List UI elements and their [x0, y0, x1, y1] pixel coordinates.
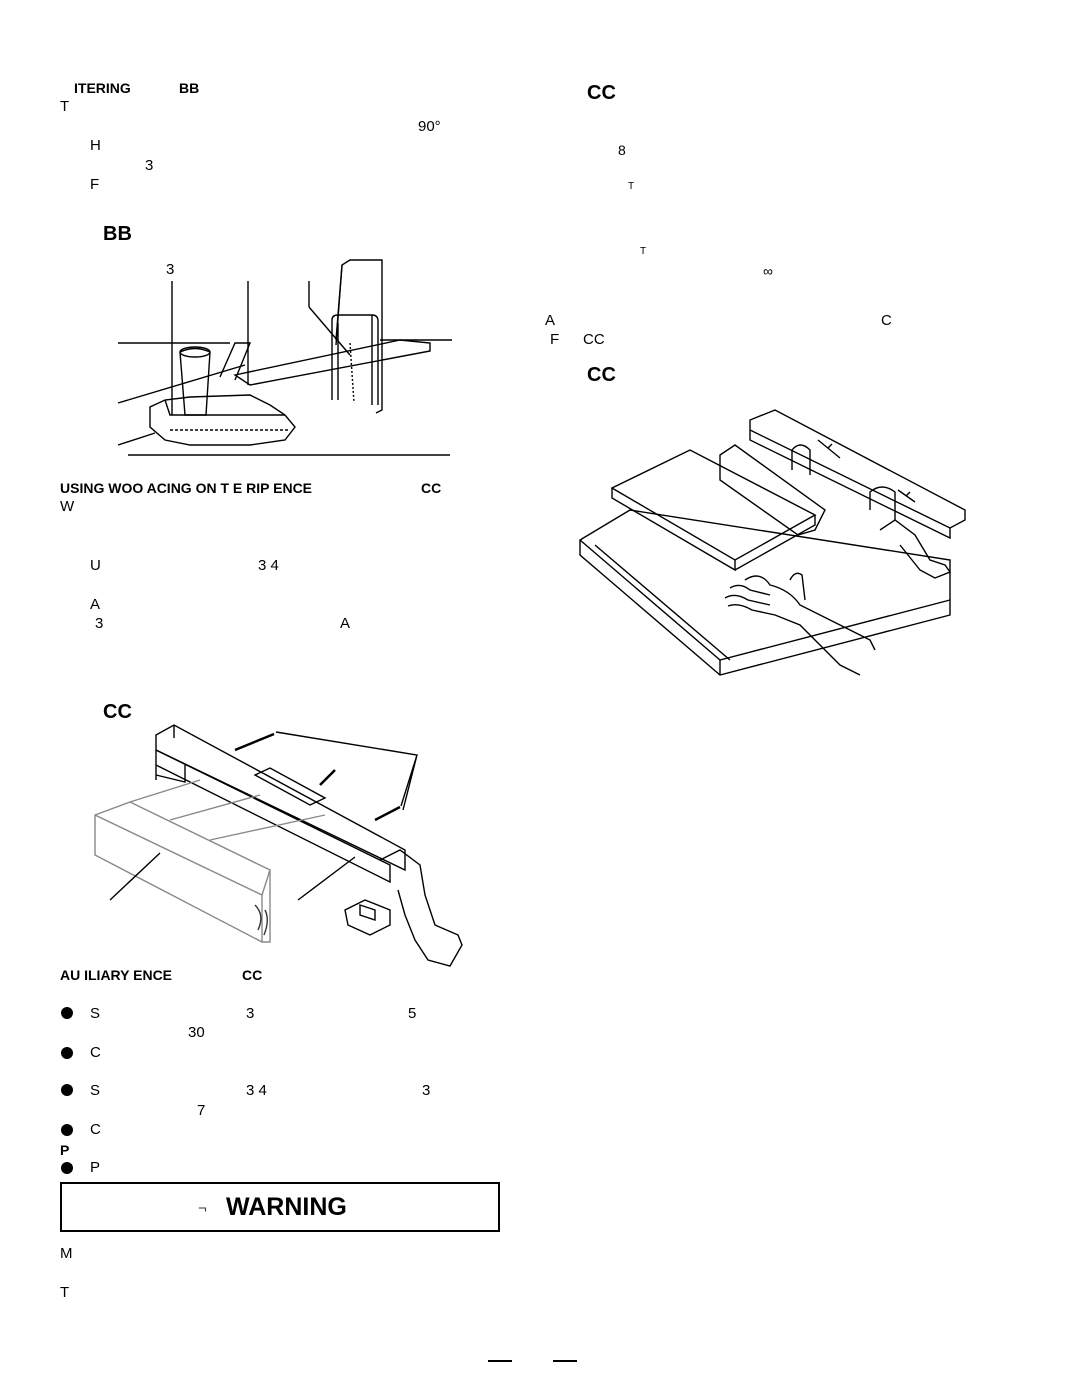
- mitering-heading: ITERING: [74, 80, 131, 96]
- warning-icon: ¬: [198, 1200, 207, 1217]
- bullet-icon: [61, 1047, 73, 1059]
- wood-facing-text-4: 3: [95, 615, 104, 632]
- right-text-2: T: [628, 181, 635, 192]
- wood-facing-text-1: W: [60, 498, 75, 515]
- aux-bullet-3: S: [90, 1082, 101, 1099]
- wood-facing-text-5: A: [340, 615, 351, 632]
- aux-bullet-3-val3: 7: [197, 1102, 206, 1119]
- wood-facing-dim: 3 4: [258, 557, 279, 574]
- mitering-angle: 90°: [418, 118, 441, 135]
- warning-box: [60, 1182, 500, 1232]
- aux-fence-heading-fig: CC: [242, 967, 263, 983]
- right-text-7: F: [550, 331, 560, 348]
- mitering-text-3: 3: [145, 157, 154, 174]
- aux-p-label: P: [60, 1142, 70, 1158]
- bullet-icon: [61, 1084, 73, 1096]
- right-text-8: CC: [583, 331, 605, 348]
- aux-bullet-3-val2: 3: [422, 1082, 431, 1099]
- figure-bb-label: BB: [103, 223, 132, 245]
- aux-bullet-1-val2: 5: [408, 1005, 417, 1022]
- wood-facing-text-2: U: [90, 557, 101, 574]
- bullet-icon: [61, 1007, 73, 1019]
- aux-bullet-1-val3: 30: [188, 1024, 205, 1041]
- page-dash-right: [553, 1360, 577, 1362]
- right-text-3: T: [640, 246, 647, 257]
- mitering-text-4: F: [90, 176, 100, 193]
- wood-facing-heading-fig: CC: [421, 480, 442, 496]
- mitering-heading-fig: BB: [179, 80, 200, 96]
- wood-facing-text-3: A: [90, 596, 101, 613]
- figure-cc-label: CC: [103, 701, 132, 723]
- bullet-icon: [61, 1162, 73, 1174]
- page-dash-left: [488, 1360, 512, 1362]
- table-saw-illustration: [579, 409, 966, 676]
- warning-text-2: T: [60, 1284, 70, 1301]
- right-text-4: ∞: [763, 263, 773, 279]
- aux-bullet-3-val1: 3 4: [246, 1082, 267, 1099]
- figure-bb-callout: 3: [166, 261, 175, 278]
- aux-bullet-1-val1: 3: [246, 1005, 255, 1022]
- aux-bullet-2: C: [90, 1044, 101, 1061]
- aux-fence-heading: AU ILIARY ENCE: [60, 967, 173, 983]
- right-text-5: A: [545, 312, 556, 329]
- right-figure-label: CC: [587, 364, 616, 386]
- aux-bullet-1: S: [90, 1005, 101, 1022]
- warning-title: WARNING: [226, 1193, 347, 1221]
- bullet-icon: [61, 1124, 73, 1136]
- wood-facing-heading: USING WOO ACING ON T E RIP ENCE: [60, 480, 313, 496]
- mitering-text-2: H: [90, 137, 101, 154]
- aux-bullet-5: P: [90, 1159, 101, 1176]
- warning-text-1: M: [60, 1245, 73, 1262]
- auxiliary-fence-illustration: [94, 724, 463, 967]
- aux-bullet-4: C: [90, 1121, 101, 1138]
- right-heading-fig: CC: [587, 82, 616, 104]
- miter-gauge-illustration: [117, 259, 452, 456]
- right-text-1: 8: [618, 142, 626, 158]
- mitering-text-1: T: [60, 98, 70, 115]
- right-text-6: C: [881, 312, 892, 329]
